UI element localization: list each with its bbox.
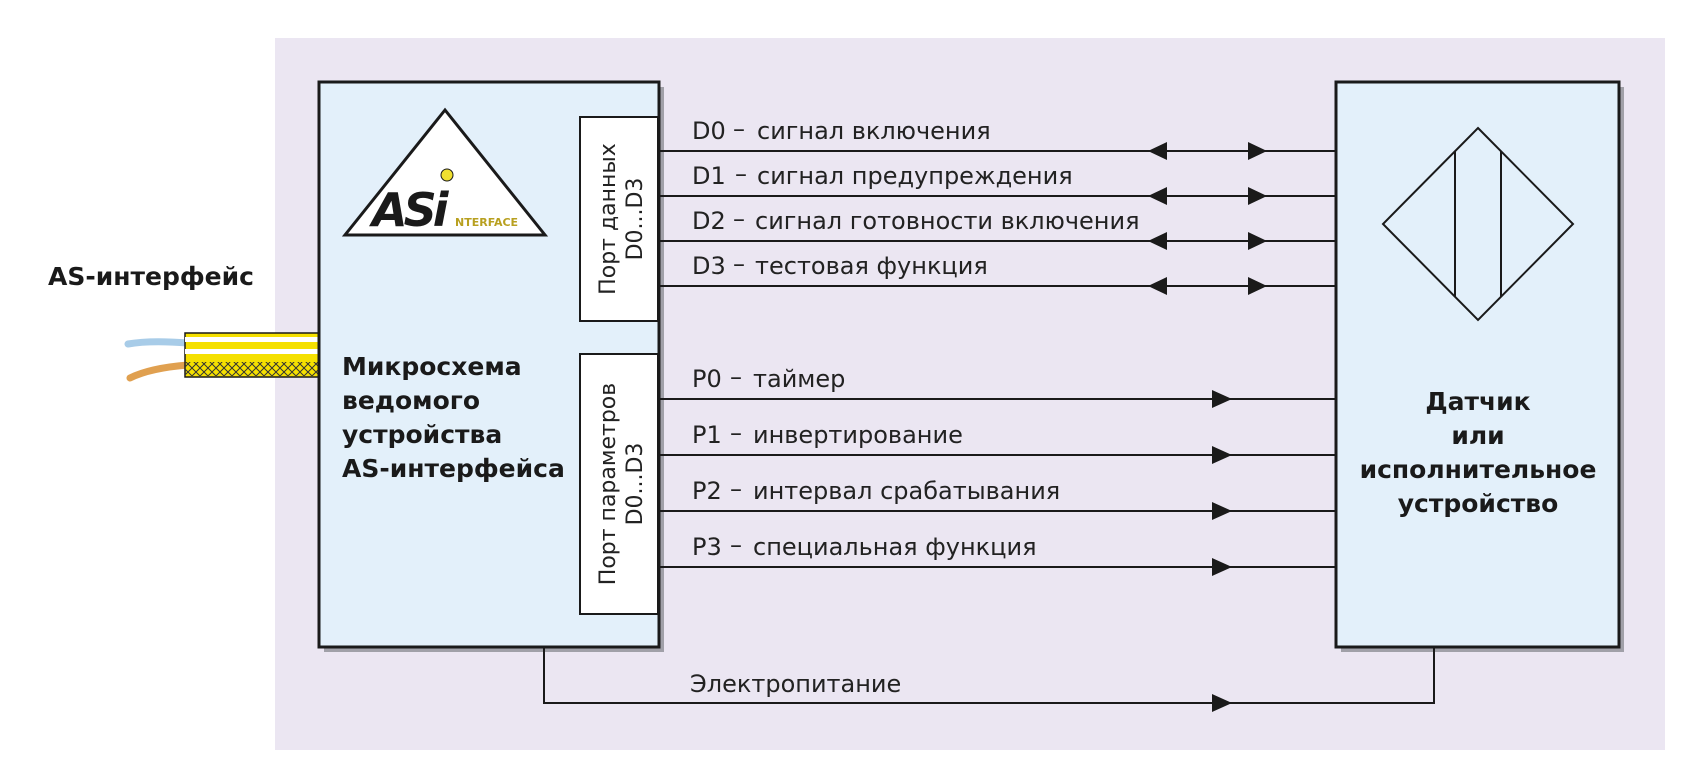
p3-arrow-right-icon [1212, 558, 1232, 576]
sensor-symbol-icon [1381, 126, 1575, 322]
d3-code: D3 [692, 252, 726, 280]
d3-desc: тестовая функция [755, 252, 988, 280]
param-port-range: D0...D3 [623, 443, 648, 526]
d0-dash: – [733, 115, 745, 143]
asi-logo: ASi NTERFACE [341, 107, 549, 237]
d2-arrow-right-icon [1248, 232, 1267, 250]
logo-dot-icon [440, 168, 454, 182]
param-port-label: Порт параметров [596, 383, 621, 585]
d1-desc: сигнал предупреждения [757, 162, 1073, 190]
d0-desc: сигнал включения [757, 117, 991, 145]
d2-arrow-left-icon [1148, 232, 1167, 250]
d3-dash: – [733, 250, 745, 278]
chip-title-line-4: AS-интерфейса [342, 454, 565, 483]
p0-code: P0 [692, 365, 722, 393]
p0-desc: таймер [753, 365, 845, 393]
d3-arrow-left-icon [1148, 277, 1167, 295]
blue-wire [124, 338, 192, 348]
d0-arrow-left-icon [1148, 142, 1167, 160]
d0-code: D0 [692, 117, 726, 145]
p1-desc: инвертирование [753, 421, 963, 449]
sensor-device-box [1334, 80, 1621, 649]
chip-title: Микросхема ведомого устройства AS-интерф… [342, 352, 565, 483]
p1-dash: – [730, 419, 742, 447]
power-line: Электропитание [543, 647, 1435, 712]
chip-title-line-3: устройства [342, 420, 502, 449]
p0-dash: – [730, 363, 742, 391]
device-title-line-1: Датчик [1425, 387, 1530, 416]
data-port-range: D0...D3 [623, 178, 648, 261]
d0-arrow-right-icon [1248, 142, 1267, 160]
p1-arrow-right-icon [1212, 446, 1232, 464]
device-title-line-4: устройство [1398, 489, 1559, 518]
d1-dash: – [735, 160, 747, 188]
d1-arrow-right-icon [1248, 187, 1267, 205]
d2-code: D2 [692, 207, 726, 235]
p3-dash: – [730, 531, 742, 559]
device-title: Датчик или исполнительное устройство [1360, 387, 1597, 518]
param-port-box [579, 353, 659, 615]
device-title-line-2: или [1451, 421, 1504, 450]
p1-code: P1 [692, 421, 722, 449]
yellow-cable [184, 332, 321, 378]
power-label: Электропитание [690, 670, 901, 698]
p2-arrow-right-icon [1212, 502, 1232, 520]
p0-arrow-right-icon [1212, 390, 1232, 408]
d2-desc: сигнал готовности включения [755, 207, 1140, 235]
power-arrow-right-icon [1212, 694, 1232, 712]
d3-arrow-right-icon [1248, 277, 1267, 295]
logo-text: ASi [369, 183, 450, 237]
data-port-box [579, 116, 659, 322]
d1-code: D1 [692, 162, 726, 190]
as-interface-label: AS-интерфейс [48, 262, 254, 291]
logo-subtext: NTERFACE [455, 216, 518, 229]
d2-dash: – [733, 205, 745, 233]
p2-dash: – [730, 475, 742, 503]
p2-code: P2 [692, 477, 722, 505]
device-title-line-3: исполнительное [1360, 455, 1597, 484]
p3-code: P3 [692, 533, 722, 561]
chip-title-line-2: ведомого [342, 386, 480, 415]
p2-desc: интервал срабатывания [753, 477, 1060, 505]
orange-wire [126, 361, 192, 382]
chip-title-line-1: Микросхема [342, 352, 522, 381]
d1-arrow-left-icon [1148, 187, 1167, 205]
p3-desc: специальная функция [753, 533, 1037, 561]
param-signal-lines: P0 – таймер P1 – инвертирование P2 – инт… [658, 363, 1336, 576]
data-port-label: Порт данных [596, 143, 621, 295]
data-signal-lines: D0 – сигнал включения D1 – сигнал предуп… [658, 115, 1336, 295]
